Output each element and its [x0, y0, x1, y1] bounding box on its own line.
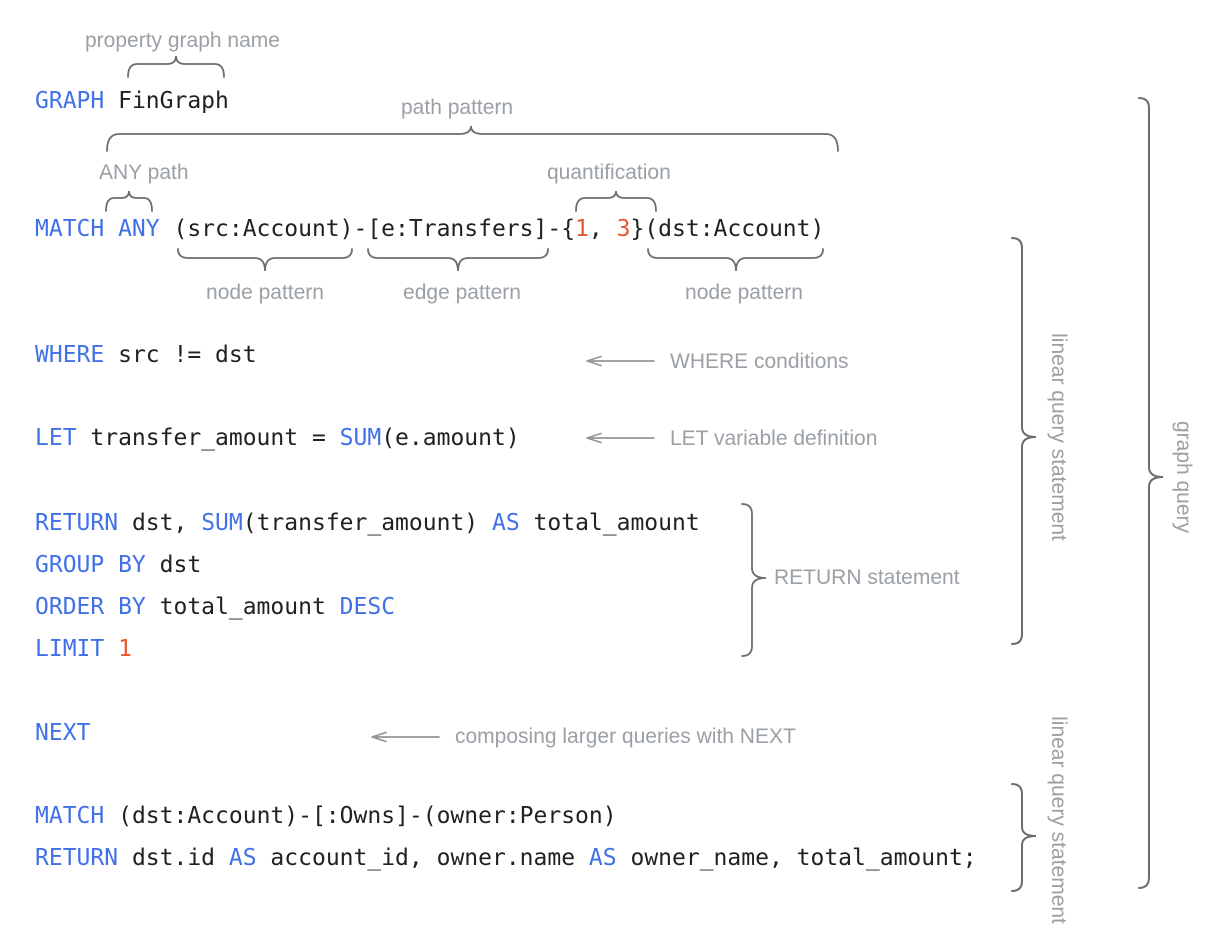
code-segment-plain: dst: [145, 552, 202, 578]
linear-query-statement-2-brace-icon: [1011, 783, 1037, 892]
graph-query-label: graph query: [1172, 420, 1195, 534]
quantification-brace-icon: [575, 190, 657, 212]
code-segment-kw: LET: [35, 425, 77, 451]
code-segment-plain: dst.id: [118, 845, 229, 871]
code-segment-plain: (e.amount): [381, 425, 520, 451]
code-line-where: WHERE src != dst: [35, 342, 257, 368]
code-line-let: LET transfer_amount = SUM(e.amount): [35, 425, 520, 451]
code-segment-kw: GROUP BY: [35, 552, 146, 578]
code-segment-kw: SUM: [339, 425, 382, 451]
code-segment-kw: MATCH: [35, 803, 105, 829]
let-arrow-icon: [586, 432, 655, 444]
code-segment-plain: owner_name, total_amount;: [616, 845, 977, 871]
node-pattern-1-brace-icon: [177, 248, 353, 272]
let-variable-definition-label: LET variable definition: [670, 427, 878, 450]
code-segment-kw: RETURN: [35, 845, 119, 871]
code-segment-plain: (dst:Account)-[:Owns]-(owner:Person): [104, 803, 617, 829]
any-path-label: ANY path: [99, 161, 189, 184]
edge-pattern-label: edge pattern: [403, 281, 521, 304]
code-line-match-1: MATCH ANY (src:Account)-[e:Transfers]-{1…: [35, 216, 824, 242]
code-segment-kw: NEXT: [35, 720, 91, 746]
code-line-match-2: MATCH (dst:Account)-[:Owns]-(owner:Perso…: [35, 803, 617, 829]
code-line-return-1: RETURN dst, SUM(transfer_amount) AS tota…: [35, 510, 700, 536]
code-segment-kw: AS: [228, 845, 257, 871]
code-segment-plain: transfer_amount =: [76, 425, 340, 451]
path-pattern-label: path pattern: [401, 96, 514, 119]
quantification-label: quantification: [547, 161, 671, 184]
code-segment-plain: FinGraph: [104, 88, 229, 114]
edge-pattern-brace-icon: [367, 248, 549, 272]
code-segment-plain: src != dst: [104, 342, 257, 368]
code-segment-plain: account_id, owner.name: [256, 845, 589, 871]
code-segment-plain: total_amount: [145, 594, 340, 620]
property-graph-name-label: property graph name: [85, 29, 280, 52]
code-line-limit: LIMIT 1: [35, 636, 132, 662]
code-segment-num: 3: [616, 216, 631, 242]
code-segment-plain: }(dst:Account): [630, 216, 825, 242]
code-segment-kw: LIMIT: [35, 636, 105, 662]
property-graph-name-brace-icon: [127, 55, 225, 78]
node-pattern-1-label: node pattern: [206, 281, 324, 304]
code-line-order-by: ORDER BY total_amount DESC: [35, 594, 395, 620]
code-segment-kw: MATCH ANY: [35, 216, 160, 242]
code-line-graph: GRAPH FinGraph: [35, 88, 229, 114]
code-segment-kw: ORDER BY: [35, 594, 146, 620]
code-segment-num: 1: [575, 216, 589, 242]
code-segment-kw: WHERE: [35, 342, 105, 368]
linear-query-statement-2-label: linear query statement: [1047, 716, 1070, 924]
code-segment-plain: total_amount: [519, 510, 700, 536]
code-segment-kw: GRAPH: [35, 88, 105, 114]
code-segment-kw: DESC: [339, 594, 396, 620]
linear-query-statement-1-brace-icon: [1011, 237, 1037, 645]
path-pattern-brace-icon: [106, 125, 839, 152]
next-arrow-icon: [371, 731, 440, 743]
where-arrow-icon: [586, 355, 655, 367]
code-segment-kw: SUM: [201, 510, 243, 536]
code-segment-plain: (transfer_amount): [242, 510, 492, 536]
code-segment-plain: ,: [588, 216, 617, 242]
code-segment-plain: [104, 636, 118, 662]
code-segment-plain: dst,: [118, 510, 202, 536]
code-segment-num: 1: [118, 636, 132, 662]
return-statement-label: RETURN statement: [774, 566, 960, 589]
node-pattern-2-brace-icon: [647, 248, 824, 272]
composing-next-label: composing larger queries with NEXT: [455, 725, 796, 748]
code-segment-kw: RETURN: [35, 510, 119, 536]
linear-query-statement-1-label: linear query statement: [1047, 333, 1070, 541]
any-path-brace-icon: [105, 190, 153, 212]
code-segment-kw: AS: [588, 845, 617, 871]
code-line-next: NEXT: [35, 720, 90, 746]
code-line-return-2: RETURN dst.id AS account_id, owner.name …: [35, 845, 977, 871]
node-pattern-2-label: node pattern: [685, 281, 803, 304]
graph-query-brace-icon: [1138, 97, 1164, 889]
code-line-group-by: GROUP BY dst: [35, 552, 201, 578]
code-segment-plain: (src:Account)-[e:Transfers]-{: [159, 216, 576, 242]
where-conditions-label: WHERE conditions: [670, 350, 849, 373]
return-statement-brace-icon: [741, 503, 767, 657]
code-segment-kw: AS: [491, 510, 520, 536]
